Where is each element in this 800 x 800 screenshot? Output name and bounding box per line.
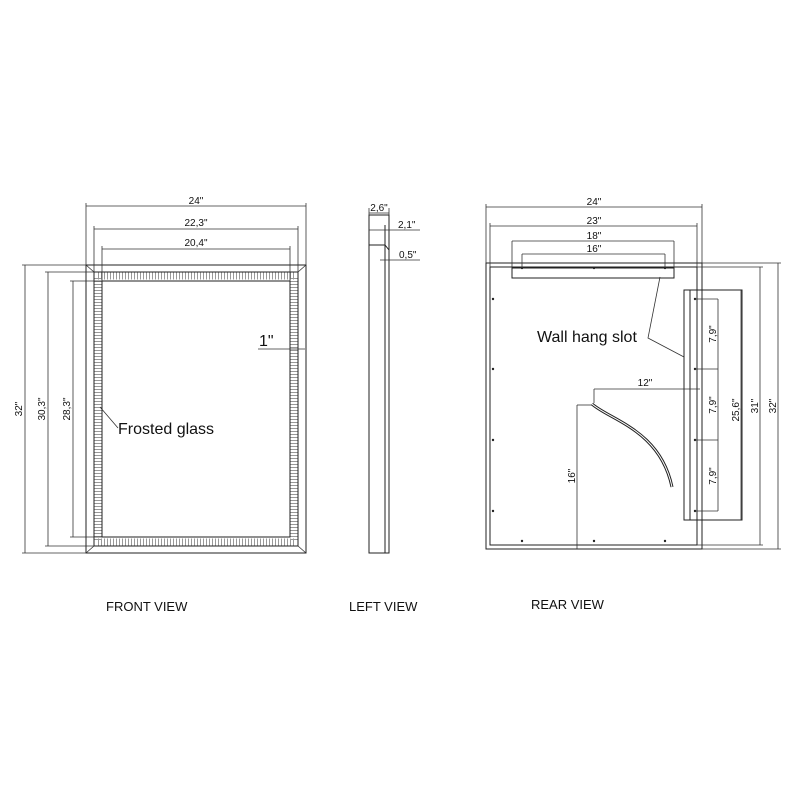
- cable-dims: [576, 388, 700, 549]
- power-cable: [591, 402, 674, 488]
- segment-1: 7,9": [708, 325, 719, 343]
- cable-horizontal: 12": [638, 378, 653, 389]
- rear-width-back: 23": [587, 216, 602, 227]
- rear-view-title: REAR VIEW: [531, 597, 605, 612]
- side-profile: [368, 214, 390, 554]
- front-height-overall: 32": [14, 401, 25, 416]
- front-height-glass: 28,3": [62, 397, 73, 420]
- left-view: 2,6" 2,1" 0,5" LEFT VIEW: [349, 203, 420, 614]
- segment-2: 7,9": [708, 396, 719, 414]
- left-dims: [368, 208, 420, 261]
- wall-hang-slot-label: Wall hang slot: [537, 329, 637, 346]
- front-view: 24" 22,3" 20,4" 32" 30,3" 28,3" 1" Frost…: [14, 196, 307, 614]
- left-view-title: LEFT VIEW: [349, 599, 418, 614]
- frosted-leader: [99, 406, 119, 429]
- rear-height-overall: 32": [768, 398, 779, 413]
- screw-dots: [491, 266, 697, 543]
- front-view-title: FRONT VIEW: [106, 599, 188, 614]
- power-cable-inner: [591, 403, 673, 488]
- segment-3: 7,9": [708, 467, 719, 485]
- slot-hole-spacing: 16": [587, 244, 602, 255]
- slot-leader: [647, 276, 685, 358]
- front-height-dims: [22, 264, 102, 554]
- border-width: 1": [259, 333, 274, 350]
- slot-length: 18": [587, 231, 602, 242]
- bevel-step: [369, 244, 390, 251]
- side-panel: [683, 289, 743, 521]
- clear-glass: [101, 280, 291, 538]
- rear-width-overall: 24": [587, 197, 602, 208]
- frosted-glass-border: [94, 272, 298, 546]
- rear-side-dims: [695, 262, 781, 550]
- frosted-glass-label: Frosted glass: [118, 421, 214, 438]
- front-width-glass: 20,4": [184, 238, 207, 249]
- rear-height-back: 31": [750, 398, 761, 413]
- front-width-frosted: 22,3": [184, 218, 207, 229]
- bevel-lines: [85, 264, 307, 554]
- rear-top-dims: [485, 204, 703, 268]
- front-outer-frame: [85, 264, 307, 554]
- depth-overall: 2,6": [370, 203, 388, 214]
- cable-height: 16": [567, 468, 578, 483]
- wall-hang-slot: [511, 267, 675, 279]
- front-width-dims: [85, 203, 307, 281]
- depth-body: 2,1": [398, 220, 416, 231]
- rear-view: 24" 23" 18" 16" Wall hang slot 7,9" 7,9"…: [485, 197, 781, 612]
- front-width-overall: 24": [189, 196, 204, 207]
- panel-height: 25,6": [731, 398, 742, 421]
- depth-glass: 0,5": [399, 250, 417, 261]
- rear-outer: [485, 262, 703, 550]
- front-height-frosted: 30,3": [37, 397, 48, 420]
- frosted-edge: [93, 271, 299, 547]
